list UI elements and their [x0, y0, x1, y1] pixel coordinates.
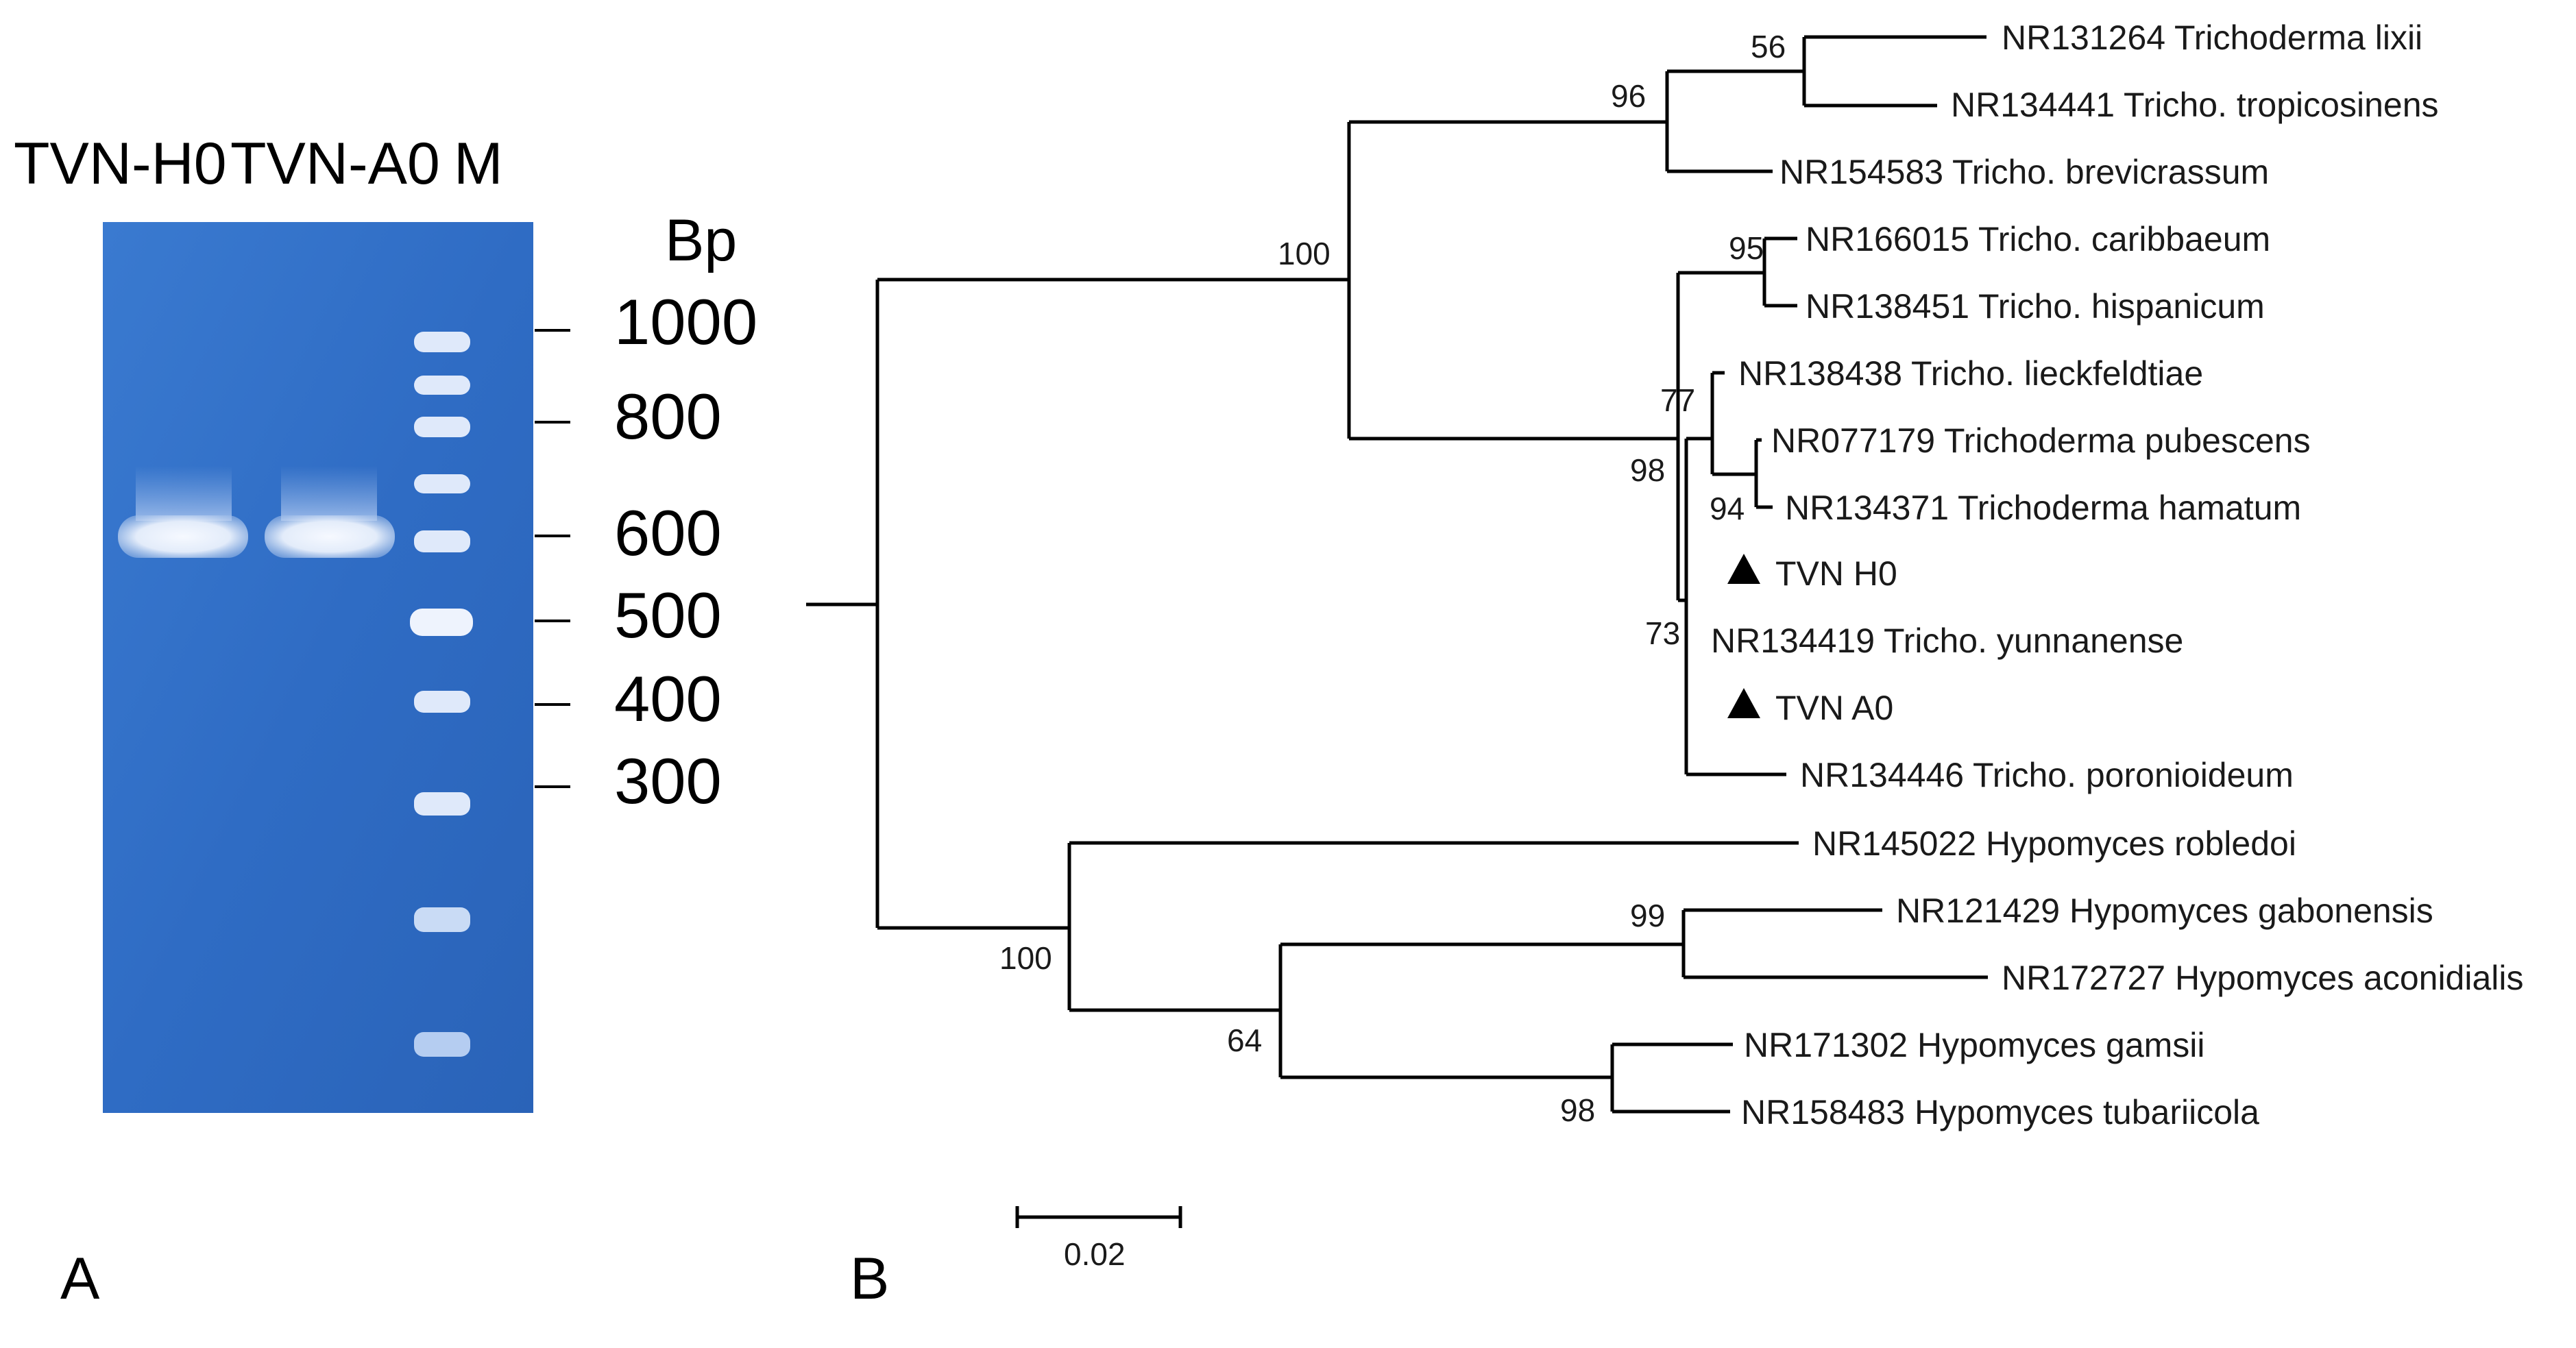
lane-label-tvn-a0: TVN-A0 — [230, 131, 440, 197]
taxon-label: NR158483 Hypomyces tubariicola — [1741, 1093, 2259, 1131]
bootstrap-value: 73 — [1645, 615, 1680, 651]
gel-image — [103, 222, 533, 1113]
bootstrap-value: 98 — [1560, 1092, 1595, 1128]
ladder-label-300: 300 — [614, 745, 722, 817]
ladder-band-300 — [414, 792, 470, 816]
bp-unit-label: Bp — [665, 208, 737, 273]
ladder-band-200 — [414, 907, 470, 932]
panel-b: NR131264 Trichoderma lixii NR134441 Tric… — [806, 19, 2524, 1312]
ladder-band-100 — [414, 1032, 470, 1057]
panel-letter-b: B — [850, 1246, 889, 1312]
ladder-label-1000: 1000 — [614, 286, 757, 358]
taxon-label: NR121429 Hypomyces gabonensis — [1896, 892, 2433, 930]
bootstrap-value: 100 — [999, 940, 1052, 976]
ladder-band-500 — [410, 609, 473, 636]
ladder-band-400 — [414, 691, 470, 713]
lane-label-tvn-h0: TVN-H0 — [14, 131, 227, 197]
taxon-label: NR138451 Tricho. hispanicum — [1806, 287, 2265, 326]
ladder-band-1000 — [414, 332, 470, 352]
ladder-band-800 — [414, 417, 470, 437]
ladder-label-400: 400 — [614, 663, 722, 735]
taxon-label: NR131264 Trichoderma lixii — [2002, 19, 2422, 57]
triangle-marker-icon — [1727, 688, 1760, 718]
taxon-label: NR166015 Tricho. caribbaeum — [1806, 220, 2270, 258]
bootstrap-value: 56 — [1751, 29, 1786, 64]
ladder-band-900 — [414, 376, 470, 395]
taxon-label: NR077179 Trichoderma pubescens — [1771, 421, 2311, 460]
taxon-label: NR134419 Tricho. yunnanense — [1711, 622, 2183, 660]
taxon-label: NR172727 Hypomyces aconidialis — [2002, 959, 2524, 997]
ladder-band-600 — [414, 530, 470, 552]
ladder-label-800: 800 — [614, 380, 722, 452]
lane-2-smear — [281, 466, 377, 521]
taxon-label-tvn-h0: TVN H0 — [1775, 554, 1897, 593]
ladder-band-700 — [414, 474, 470, 493]
taxon-label: NR145022 Hypomyces robledoi — [1812, 824, 2296, 863]
triangle-marker-icon — [1727, 554, 1760, 584]
bootstrap-value: 77 — [1660, 382, 1695, 418]
scale-bar-label: 0.02 — [1064, 1236, 1126, 1272]
ladder-label-500: 500 — [614, 579, 722, 651]
lane-2-band — [265, 515, 395, 558]
lane-1-smear — [136, 466, 232, 521]
panel-a: TVN-H0 TVN-A0 M — [14, 131, 757, 1312]
scale-bar: 0.02 — [1015, 1206, 1182, 1272]
bootstrap-value: 96 — [1611, 78, 1646, 114]
taxon-label: NR138438 Tricho. lieckfeldtiae — [1738, 354, 2203, 393]
bootstrap-value: 99 — [1630, 898, 1665, 933]
taxon-label: NR134371 Trichoderma hamatum — [1785, 489, 2301, 527]
bootstrap-value: 95 — [1729, 230, 1764, 266]
bootstrap-value: 100 — [1278, 236, 1330, 271]
taxon-label-tvn-a0: TVN A0 — [1775, 689, 1893, 727]
ladder-lane — [410, 332, 473, 1057]
taxon-label: NR171302 Hypomyces gamsii — [1744, 1026, 2205, 1064]
panel-letter-a: A — [60, 1246, 100, 1312]
taxon-label: NR154583 Tricho. brevicrassum — [1779, 153, 2269, 191]
taxon-label: NR134441 Tricho. tropicosinens — [1951, 86, 2439, 124]
lane-label-marker: M — [454, 131, 503, 197]
ladder-label-600: 600 — [614, 497, 722, 569]
lane-1-band — [118, 515, 248, 558]
bootstrap-value: 94 — [1710, 491, 1745, 526]
bootstrap-value: 64 — [1227, 1022, 1262, 1058]
bootstrap-value: 98 — [1630, 452, 1665, 488]
taxon-label: NR134446 Tricho. poronioideum — [1800, 756, 2294, 794]
